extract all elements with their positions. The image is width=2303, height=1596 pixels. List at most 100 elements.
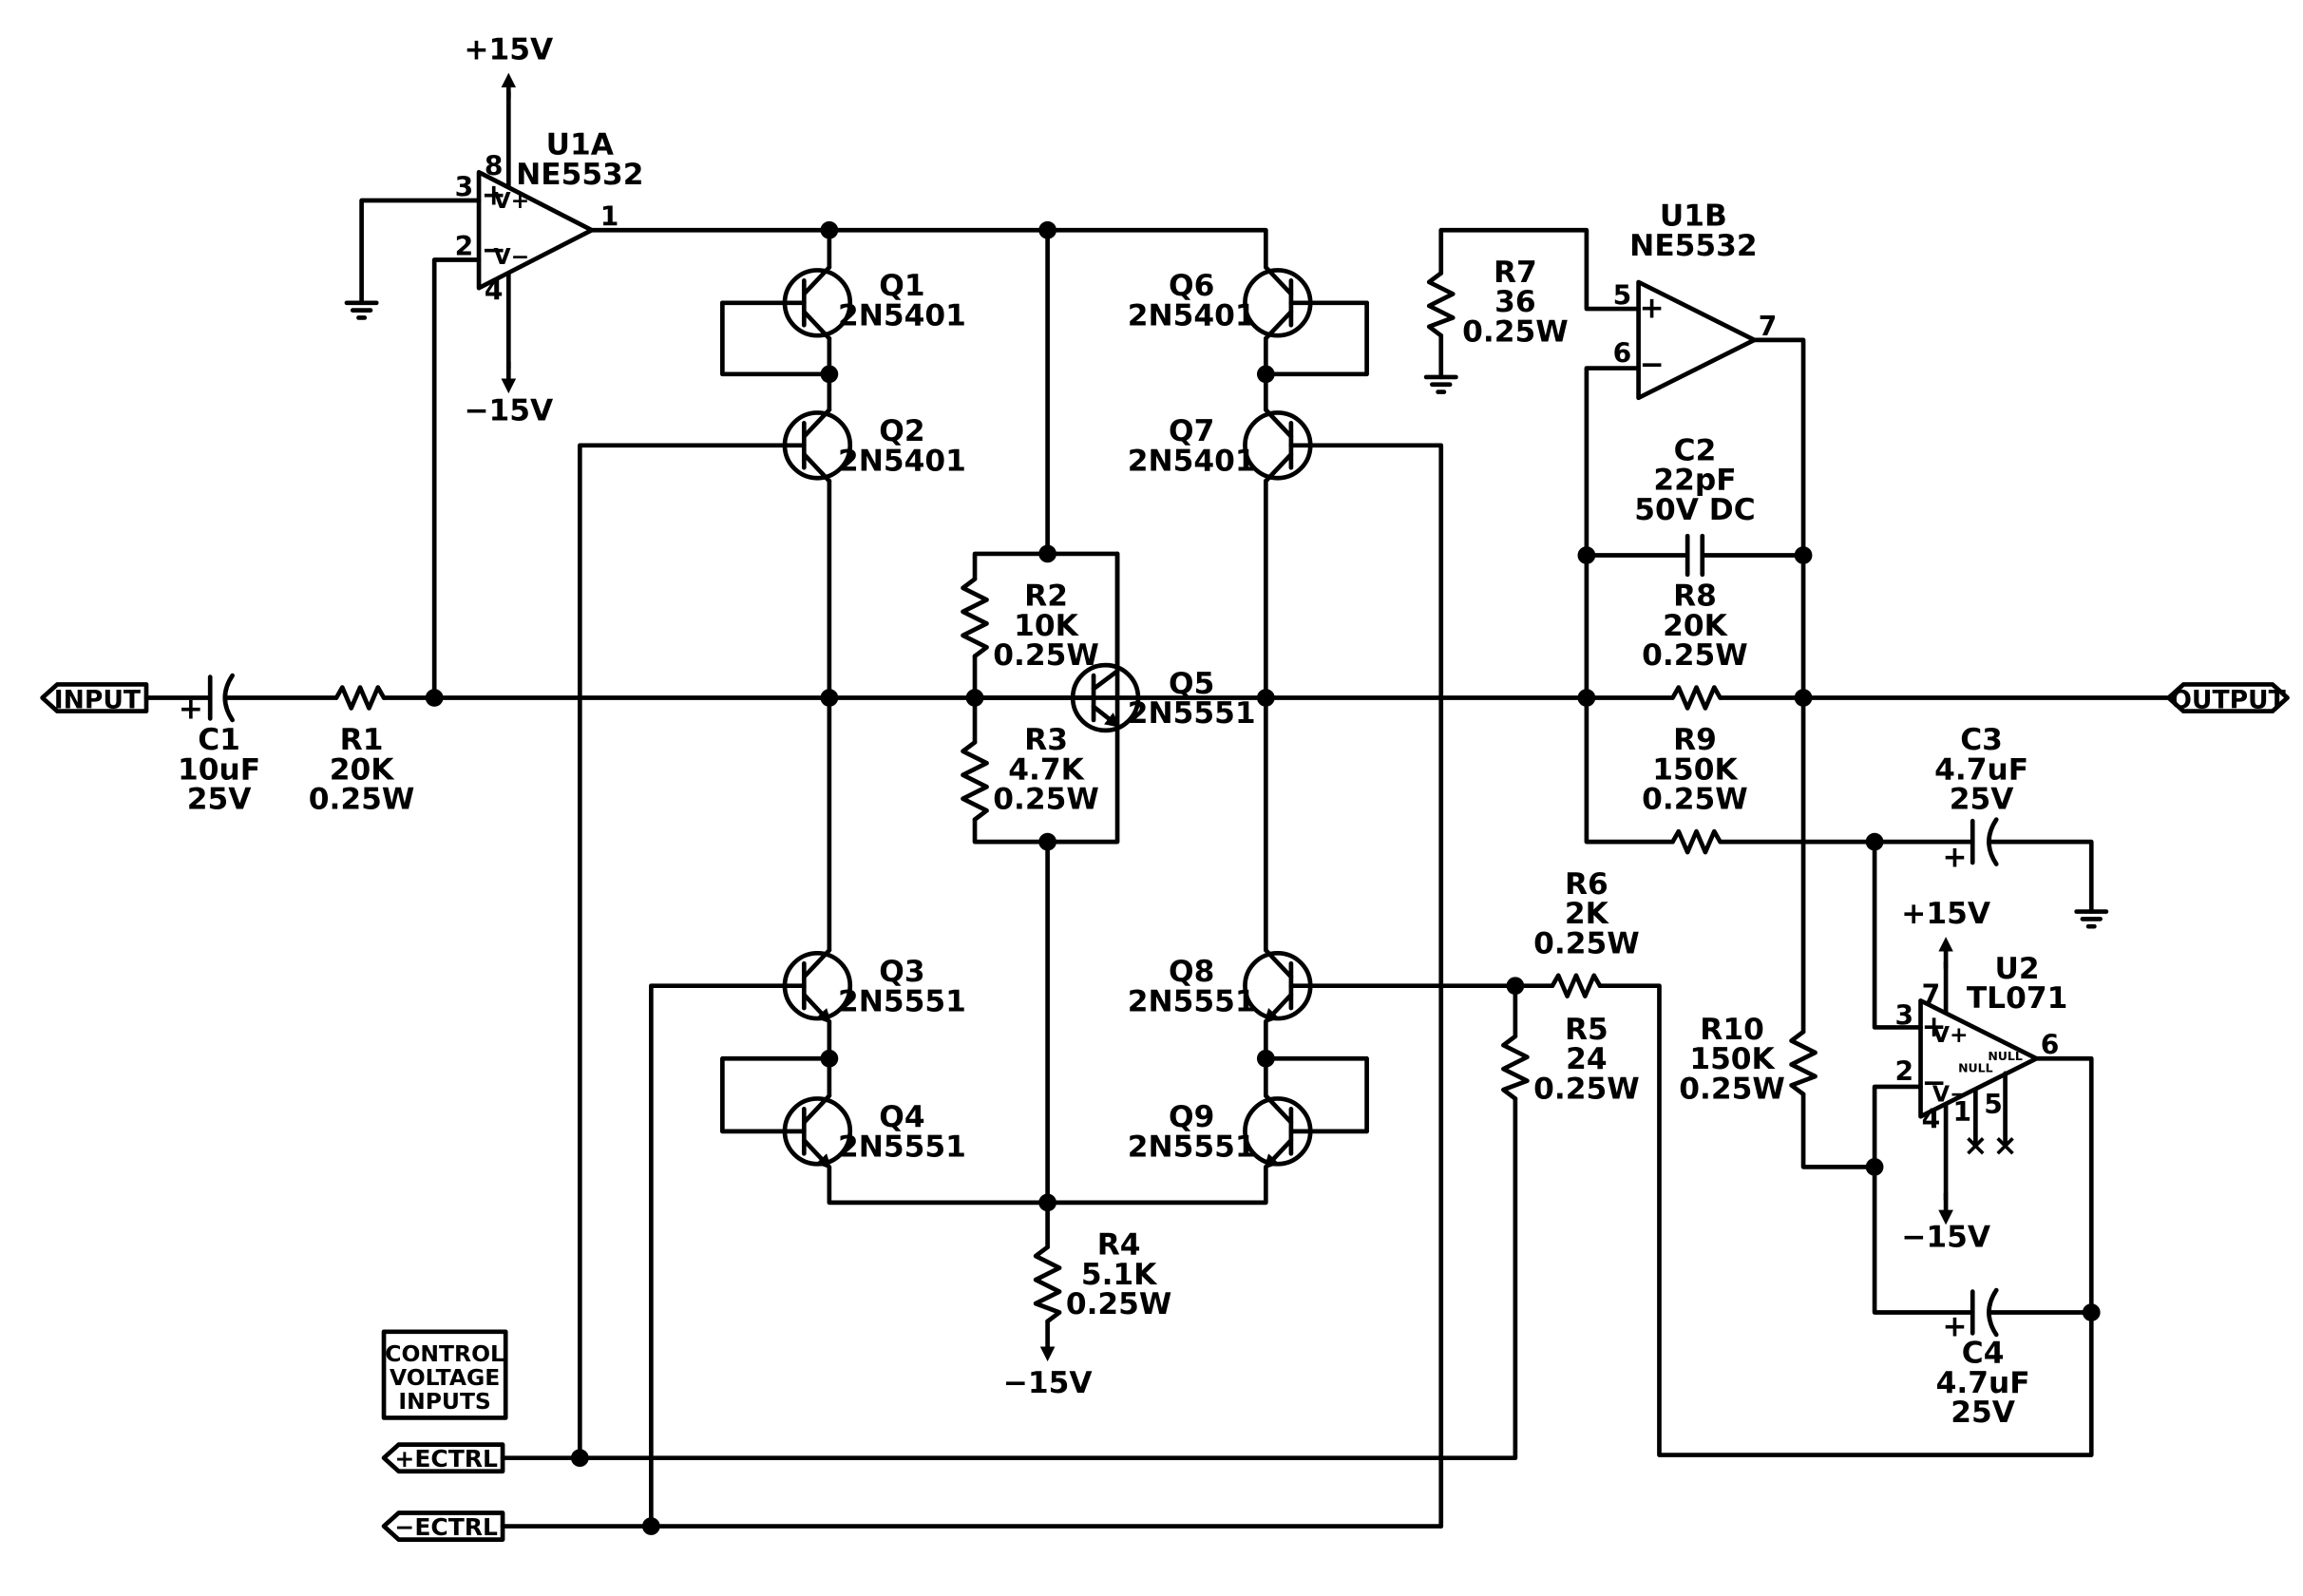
q9-ref: Q9	[1169, 1100, 1214, 1134]
r5-ref: R5	[1565, 1013, 1608, 1047]
q8-ref: Q8	[1169, 955, 1214, 989]
junction-dot	[1506, 977, 1525, 996]
u1b-minus-sign: −	[1640, 348, 1665, 382]
resistor-r3: R3 4.7K 0.25W	[961, 723, 1099, 823]
u2-pin1: 1	[1952, 1096, 1971, 1128]
r7-rating: 0.25W	[1462, 314, 1569, 349]
r6-value: 2K	[1565, 897, 1610, 931]
r10-value: 150K	[1689, 1042, 1776, 1076]
output-port: OUTPUT	[2166, 682, 2290, 714]
u2-pin1-no-connect: ×	[1963, 1129, 1988, 1163]
u1a-vplus-label: V+	[494, 187, 530, 214]
resistor-r4: R4 5.1K 0.25W	[1033, 1228, 1172, 1324]
c2-value: 22pF	[1653, 464, 1736, 498]
junction-dot	[425, 689, 444, 707]
r8-ref: R8	[1673, 580, 1717, 614]
transistor-q2: Q2 2N5401	[782, 407, 966, 484]
pos-ctrl-port: +ECTRL	[381, 1442, 505, 1474]
u2-pin5-no-connect: ×	[1993, 1129, 2018, 1163]
c1-polarity: +	[179, 692, 203, 726]
capacitor-c2: C2 22pF 50V DC	[1634, 433, 1756, 578]
r6-rating: 0.25W	[1533, 926, 1640, 960]
u1a-pin8: 8	[485, 150, 504, 181]
junction-dot	[1794, 689, 1813, 707]
q7-ref: Q7	[1169, 414, 1214, 448]
r3-rating: 0.25W	[993, 783, 1099, 817]
q5-part: 2N5551	[1128, 696, 1256, 731]
ground-symbol-c3	[2074, 909, 2109, 929]
transistor-q5: Q5 2N5551	[1070, 662, 1256, 733]
r4-rating: 0.25W	[1066, 1287, 1172, 1321]
junction-dot	[1038, 544, 1056, 563]
q9-part: 2N5551	[1128, 1130, 1256, 1164]
junction-dot	[1038, 220, 1056, 239]
junction-dot	[1865, 1157, 1884, 1176]
svg-text:VOLTAGE: VOLTAGE	[390, 1364, 500, 1391]
ground-symbol-u1a	[344, 300, 379, 320]
resistor-r5: R5 24 0.25W	[1501, 1013, 1640, 1106]
r6-ref: R6	[1565, 867, 1608, 902]
r3-ref: R3	[1024, 723, 1068, 757]
input-port: INPUT	[40, 682, 149, 714]
r2-rating: 0.25W	[993, 638, 1099, 673]
u1a-feedback-wire	[431, 257, 482, 700]
u1a-pin2: 2	[455, 231, 474, 262]
c3-polarity: +	[1942, 841, 1967, 875]
r4-ref: R4	[1097, 1228, 1141, 1263]
output-port-label: OUTPUT	[2170, 685, 2285, 714]
u1b-ref: U1B	[1660, 200, 1727, 234]
r7-ref: R7	[1494, 256, 1537, 290]
u2-minus-sign: −	[1921, 1066, 1946, 1100]
q6-ref: Q6	[1169, 269, 1214, 303]
capacitor-c4: + C4 4.7uF 25V	[1936, 1287, 2030, 1430]
q2-ref: Q2	[879, 414, 924, 448]
r2-ref: R2	[1024, 580, 1068, 614]
c3-ref: C3	[1960, 723, 2003, 757]
u1a-noninv-wire	[359, 198, 482, 306]
junction-dot	[965, 689, 984, 707]
resistor-r1: R1 20K 0.25W	[309, 685, 415, 817]
junction-dot	[1256, 365, 1275, 384]
r1-value: 20K	[330, 752, 395, 787]
q4-part: 2N5551	[838, 1130, 966, 1164]
u2-vminus-label: V−	[1932, 1081, 1969, 1108]
c4-rating: 25V	[1951, 1396, 2015, 1430]
junction-dot	[1865, 832, 1884, 851]
u1a-neg-rail-label: −15V	[464, 393, 554, 428]
r2-value: 10K	[1014, 609, 1079, 643]
r9-value: 150K	[1652, 752, 1739, 787]
u1b-part: NE5532	[1629, 229, 1757, 263]
resistor-r7: R7 36 0.25W	[1426, 256, 1569, 349]
q1-ref: Q1	[879, 269, 924, 303]
u2-pin4: 4	[1922, 1104, 1941, 1135]
junction-dot	[1794, 546, 1813, 564]
opamp-u2: + − V+ V− NULL NULL 3 2 6 7 4 1 5 × × U2…	[1895, 952, 2067, 1203]
u1a-pin1: 1	[600, 201, 619, 233]
resistor-r2: R2 10K 0.25W	[961, 577, 1099, 673]
junction-dot	[820, 689, 839, 707]
c3-rating: 25V	[1950, 783, 2014, 817]
u2-vplus-label: V+	[1932, 1021, 1969, 1048]
c1-value: 10uF	[178, 752, 260, 787]
pos-ctrl-label: +ECTRL	[394, 1445, 498, 1472]
r1-rating: 0.25W	[309, 783, 415, 817]
q1-part: 2N5401	[838, 298, 966, 332]
r5-rating: 0.25W	[1533, 1072, 1640, 1106]
transistor-q4: Q4 2N5551	[720, 1092, 966, 1169]
r3-value: 4.7K	[1008, 752, 1085, 787]
u2-part: TL071	[1967, 981, 2067, 1016]
q7-part: 2N5401	[1128, 444, 1256, 478]
u2-pin2: 2	[1895, 1056, 1914, 1088]
transistor-q7: Q7 2N5401	[1128, 407, 1313, 484]
transistor-q3: Q3 2N5551	[782, 947, 966, 1024]
u1a-ref: U1A	[546, 128, 615, 162]
transistor-q8: Q8 2N5551	[1128, 947, 1313, 1024]
u1a-vminus-label: V−	[494, 243, 530, 270]
neg-ctrl-port: −ECTRL	[381, 1510, 505, 1542]
c1-ref: C1	[198, 723, 240, 757]
u1b-plus-sign: +	[1640, 291, 1665, 325]
u1a-pin4: 4	[485, 276, 504, 307]
u2-pin5: 5	[1984, 1089, 2003, 1120]
c2-rating: 50V DC	[1634, 493, 1755, 527]
